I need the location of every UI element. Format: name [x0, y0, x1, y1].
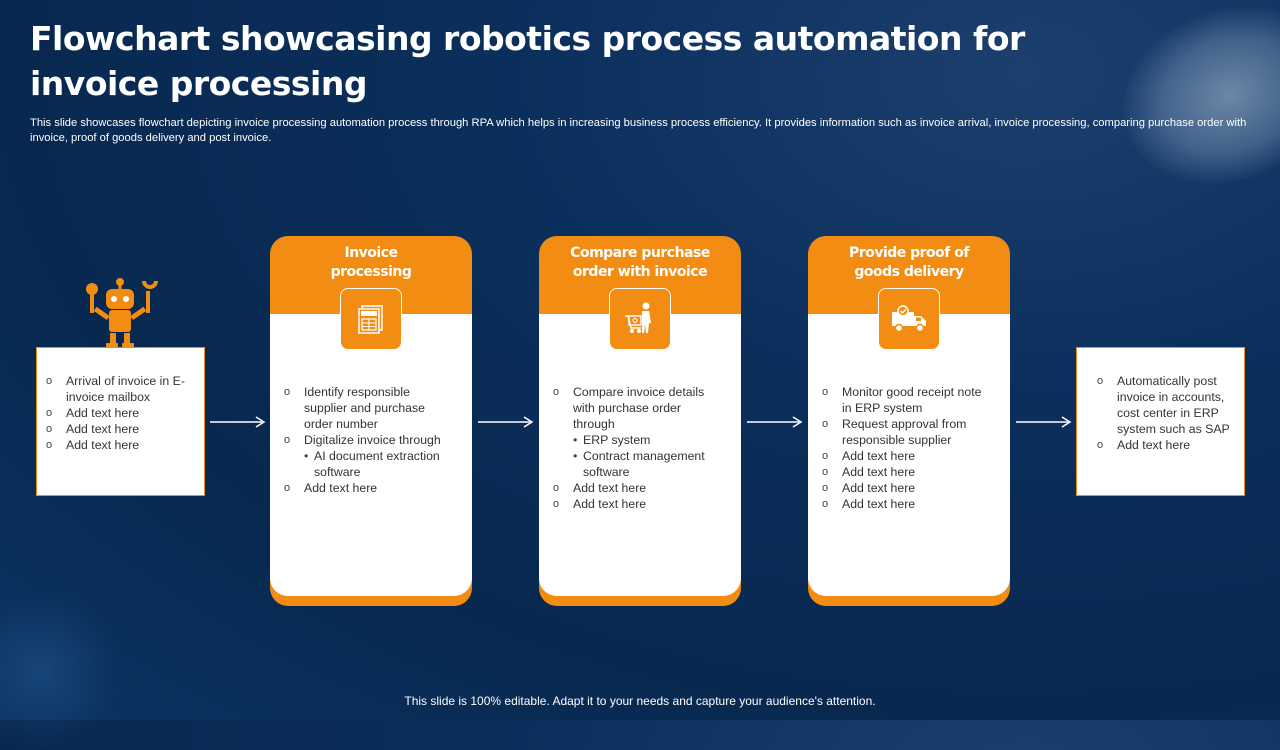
list-item: Add text here — [1097, 437, 1232, 453]
list-item: Add text here — [822, 448, 992, 464]
list-item: Digitalize invoice through AI document e… — [284, 432, 454, 480]
card-content: Monitor good receipt note in ERP system … — [822, 384, 992, 512]
list-item: Request approval from responsible suppli… — [822, 416, 992, 448]
sub-list-item: AI document extraction software — [304, 448, 454, 480]
card-heading: Compare purchase order with invoice — [570, 245, 710, 280]
arrow-right-icon — [210, 416, 266, 428]
right-box-list: Automatically post invoice in accounts, … — [1097, 373, 1232, 453]
step-card-compare-purchase-order: Compare purchase order with invoice Comp… — [539, 236, 741, 606]
list-item: Add text here — [284, 480, 454, 496]
robot-icon — [86, 278, 158, 347]
list-item: Add text here — [46, 421, 194, 437]
list-item: Add text here — [822, 464, 992, 480]
card-content: Compare invoice details with purchase or… — [553, 384, 723, 512]
step-card-proof-of-delivery: Provide proof of goods delivery Monitor … — [808, 236, 1010, 606]
slide-subtitle: This slide showcases flowchart depicting… — [30, 117, 1247, 144]
shopping-cart-person-icon — [609, 288, 671, 350]
background-glow-bottom — [0, 590, 120, 750]
sub-list-item: ERP system — [573, 432, 723, 448]
list-item: Add text here — [553, 480, 723, 496]
left-box-list: Arrival of invoice in E-invoice mailbox … — [46, 373, 194, 453]
list-item: Arrival of invoice in E-invoice mailbox — [46, 373, 194, 405]
slide-title: Flowchart showcasing robotics process au… — [30, 19, 1025, 103]
delivery-truck-icon — [878, 288, 940, 350]
list-item: Add text here — [46, 405, 194, 421]
sub-list-item: Contract management software — [573, 448, 723, 480]
list-item: Add text here — [46, 437, 194, 453]
right-info-box: Automatically post invoice in accounts, … — [1076, 347, 1245, 496]
background-glow — [1097, 0, 1280, 213]
arrow-right-icon — [747, 416, 803, 428]
card-heading: Invoice processing — [330, 245, 412, 280]
step-card-invoice-processing: Invoice processing Identify responsible … — [270, 236, 472, 606]
left-info-box: Arrival of invoice in E-invoice mailbox … — [36, 347, 205, 496]
arrow-right-icon — [478, 416, 534, 428]
invoice-icon — [340, 288, 402, 350]
slide-footer: This slide is 100% editable. Adapt it to… — [404, 694, 876, 708]
list-item: Compare invoice details with purchase or… — [553, 384, 723, 480]
list-item: Monitor good receipt note in ERP system — [822, 384, 992, 416]
card-content: Identify responsible supplier and purcha… — [284, 384, 454, 496]
list-item: Add text here — [822, 480, 992, 496]
arrow-right-icon — [1016, 416, 1072, 428]
list-item: Automatically post invoice in accounts, … — [1097, 373, 1232, 437]
card-heading: Provide proof of goods delivery — [849, 245, 969, 280]
list-item: Identify responsible supplier and purcha… — [284, 384, 454, 432]
list-item: Add text here — [553, 496, 723, 512]
list-item: Add text here — [822, 496, 992, 512]
